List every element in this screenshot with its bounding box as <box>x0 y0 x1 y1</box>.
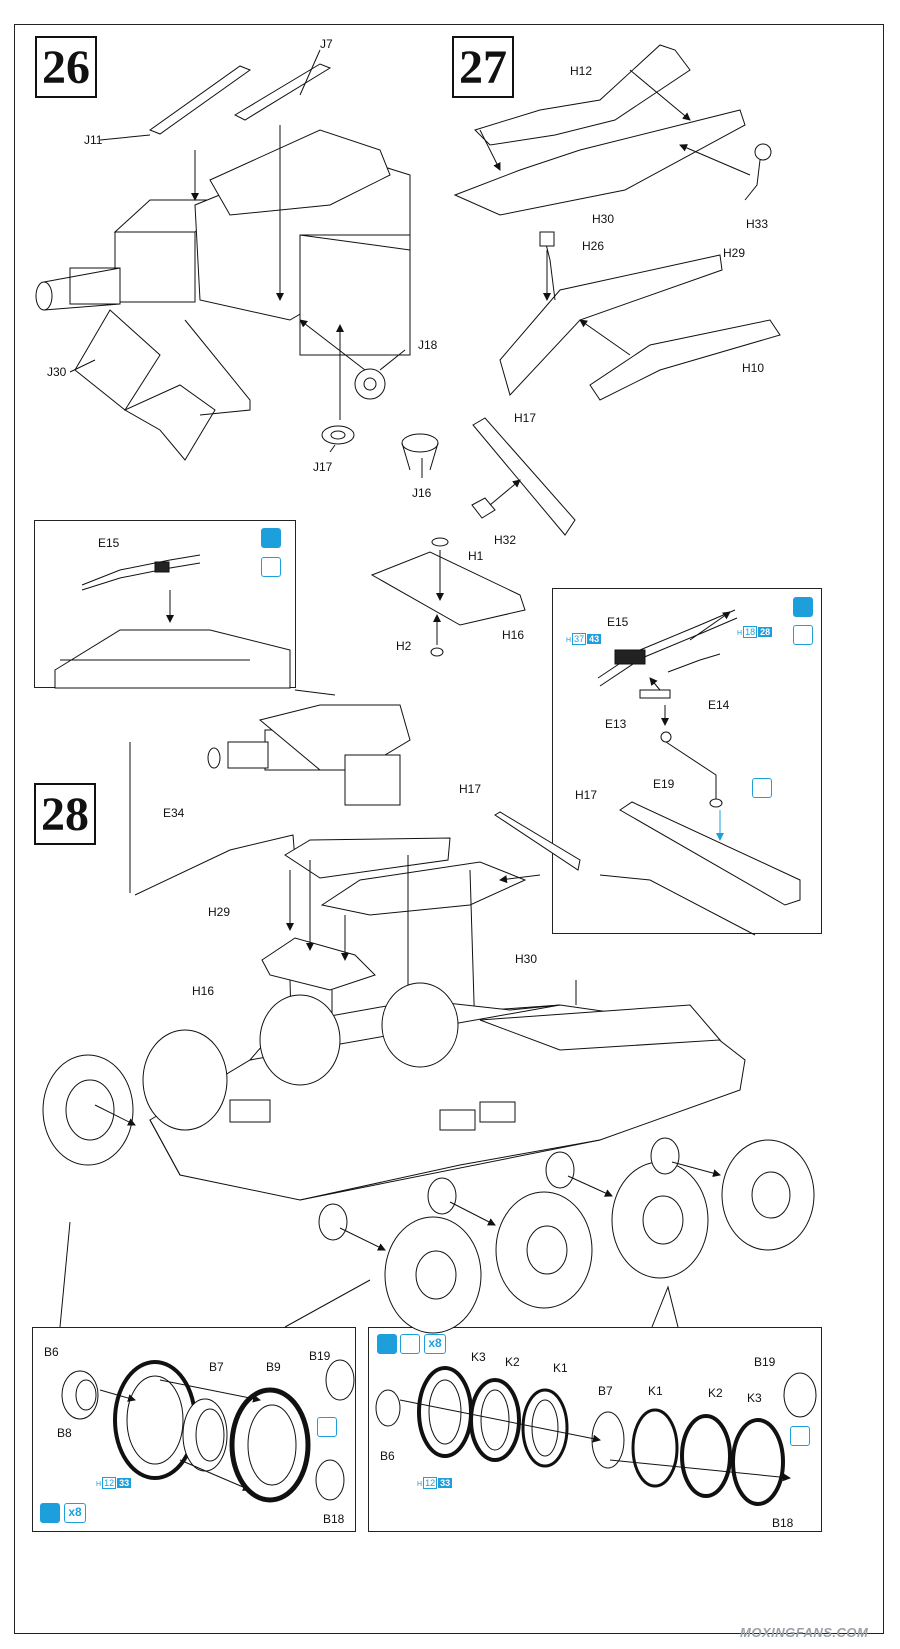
label-J30: J30 <box>47 365 67 379</box>
label-K2-right: K2 <box>708 1386 723 1400</box>
paint-brush-icon <box>377 1334 397 1354</box>
label-K2: K2 <box>505 1355 520 1369</box>
flip-icon <box>790 1426 810 1446</box>
label-H16: H16 <box>502 628 525 642</box>
label-H1: H1 <box>468 549 484 563</box>
label-J7: J7 <box>320 37 333 51</box>
label-H17-detail: H17 <box>575 788 598 802</box>
label-B6: B6 <box>44 1345 59 1359</box>
paint-brush-icon <box>261 528 281 548</box>
label-J18: J18 <box>418 338 438 352</box>
multiplier-badge: x8 <box>64 1503 86 1523</box>
label-B9: B9 <box>266 1360 281 1374</box>
inset-mg-mount <box>34 520 296 688</box>
label-E15: E15 <box>98 536 120 550</box>
label-E19: E19 <box>653 777 675 791</box>
label-K1-right: K1 <box>648 1384 663 1398</box>
step-number-27: 27 <box>452 36 514 98</box>
label-J17: J17 <box>313 460 333 474</box>
label-B8: B8 <box>57 1426 72 1440</box>
flip-icon <box>400 1334 420 1354</box>
label-E15-detail: E15 <box>607 615 629 629</box>
label-E13: E13 <box>605 717 627 731</box>
label-H10: H10 <box>742 361 765 375</box>
label-J11: J11 <box>84 133 103 147</box>
rotate-icon <box>793 625 813 645</box>
watermark: MOXINGFANS.COM <box>740 1625 869 1640</box>
label-K1: K1 <box>553 1361 568 1375</box>
label-H16-step28: H16 <box>192 984 215 998</box>
label-B7: B7 <box>209 1360 224 1374</box>
label-H12: H12 <box>570 64 593 78</box>
page-frame <box>14 24 884 1634</box>
step-number-26: 26 <box>35 36 97 98</box>
label-B19: B19 <box>309 1349 331 1363</box>
label-H17-step28: H17 <box>459 782 482 796</box>
paint-brush-icon <box>793 597 813 617</box>
step-number-28: 28 <box>34 783 96 845</box>
label-H30-step28: H30 <box>515 952 538 966</box>
paint-brush-icon <box>40 1503 60 1523</box>
label-H29: H29 <box>723 246 746 260</box>
flip-icon <box>317 1417 337 1437</box>
label-B18: B18 <box>323 1512 345 1526</box>
label-H2: H2 <box>396 639 412 653</box>
label-H33: H33 <box>746 217 769 231</box>
multiplier-badge: x8 <box>424 1334 446 1354</box>
label-H29-step28: H29 <box>208 905 231 919</box>
label-H26: H26 <box>582 239 605 253</box>
label-B6-right: B6 <box>380 1449 395 1463</box>
label-K3: K3 <box>471 1350 486 1364</box>
label-B7-right: B7 <box>598 1384 613 1398</box>
label-H32: H32 <box>494 533 517 547</box>
label-E14: E14 <box>708 698 730 712</box>
label-B18-right: B18 <box>772 1516 794 1530</box>
label-E34: E34 <box>163 806 185 820</box>
label-B19-right: B19 <box>754 1355 776 1369</box>
label-H17: H17 <box>514 411 537 425</box>
label-H30: H30 <box>592 212 615 226</box>
rotate-icon <box>261 557 281 577</box>
label-J16: J16 <box>412 486 432 500</box>
glue-icon <box>752 778 772 798</box>
inset-wheel-assembly <box>32 1327 356 1532</box>
label-K3-right: K3 <box>747 1391 762 1405</box>
